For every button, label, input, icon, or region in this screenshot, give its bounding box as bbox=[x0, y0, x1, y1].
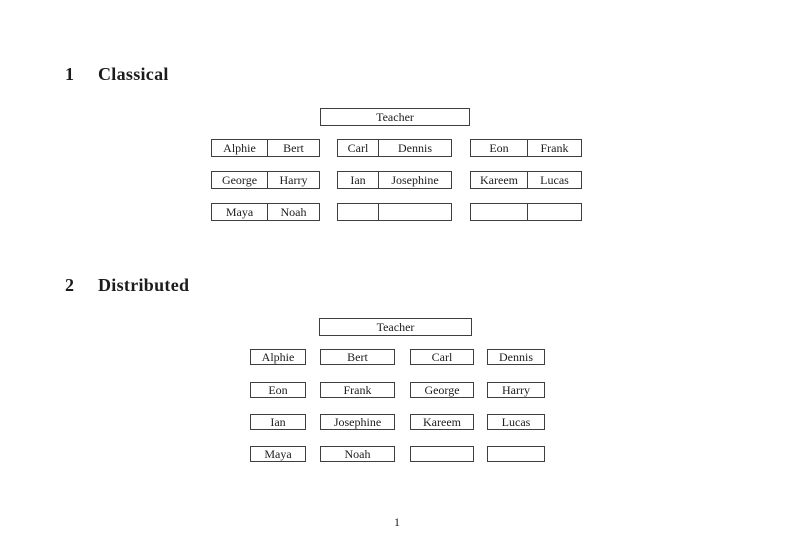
seat-cell: Alphie bbox=[212, 140, 268, 156]
seat-cell: Bert bbox=[283, 141, 304, 155]
seat-box: Noah bbox=[320, 446, 395, 462]
seat-cell: Josephine bbox=[391, 173, 439, 187]
desk-box: Kareem Lucas bbox=[470, 171, 582, 189]
desk-box-empty bbox=[337, 203, 452, 221]
seat-cell: Frank bbox=[540, 141, 569, 155]
seat-box-empty bbox=[487, 446, 545, 462]
section-heading-classical: 1 Classical bbox=[65, 63, 169, 85]
seat-cell bbox=[379, 204, 451, 220]
desk-box: Maya Noah bbox=[211, 203, 320, 221]
seat-box: Frank bbox=[320, 382, 395, 398]
teacher-label: Teacher bbox=[376, 320, 415, 334]
seat-box: Ian bbox=[250, 414, 306, 430]
seat-cell: Lucas bbox=[540, 173, 569, 187]
teacher-box: Teacher bbox=[320, 108, 470, 126]
seat-cell: Ian bbox=[338, 172, 379, 188]
seat-box: Maya bbox=[250, 446, 306, 462]
seat-box: Josephine bbox=[320, 414, 395, 430]
desk-box: Ian Josephine bbox=[337, 171, 452, 189]
seat-cell bbox=[528, 204, 581, 220]
seat-cell: Carl bbox=[338, 140, 379, 156]
desk-box-empty bbox=[470, 203, 582, 221]
seat-box: Bert bbox=[320, 349, 395, 365]
section-title: Classical bbox=[98, 64, 169, 84]
desk-box: Alphie Bert bbox=[211, 139, 320, 157]
desk-box: Eon Frank bbox=[470, 139, 582, 157]
seat-box: Carl bbox=[410, 349, 474, 365]
seat-box: Alphie bbox=[250, 349, 306, 365]
seat-box-empty bbox=[410, 446, 474, 462]
seat-cell: George bbox=[212, 172, 268, 188]
section-number: 1 bbox=[65, 64, 75, 84]
seat-cell bbox=[338, 204, 379, 220]
seat-cell bbox=[471, 204, 528, 220]
seat-cell: Maya bbox=[212, 204, 268, 220]
seat-box: George bbox=[410, 382, 474, 398]
seat-cell: Kareem bbox=[471, 172, 528, 188]
seat-cell: Eon bbox=[471, 140, 528, 156]
seat-box: Eon bbox=[250, 382, 306, 398]
section-number: 2 bbox=[65, 275, 75, 295]
seat-box: Dennis bbox=[487, 349, 545, 365]
seat-box: Lucas bbox=[487, 414, 545, 430]
seat-cell: Harry bbox=[279, 173, 308, 187]
page-number: 1 bbox=[394, 515, 400, 529]
desk-box: George Harry bbox=[211, 171, 320, 189]
seat-cell: Noah bbox=[280, 205, 307, 219]
seat-cell: Dennis bbox=[398, 141, 432, 155]
desk-box: Carl Dennis bbox=[337, 139, 452, 157]
seat-box: Kareem bbox=[410, 414, 474, 430]
section-title: Distributed bbox=[98, 275, 190, 295]
teacher-label: Teacher bbox=[376, 110, 414, 124]
section-heading-distributed: 2 Distributed bbox=[65, 274, 189, 296]
teacher-box: Teacher bbox=[319, 318, 472, 336]
seat-box: Harry bbox=[487, 382, 545, 398]
